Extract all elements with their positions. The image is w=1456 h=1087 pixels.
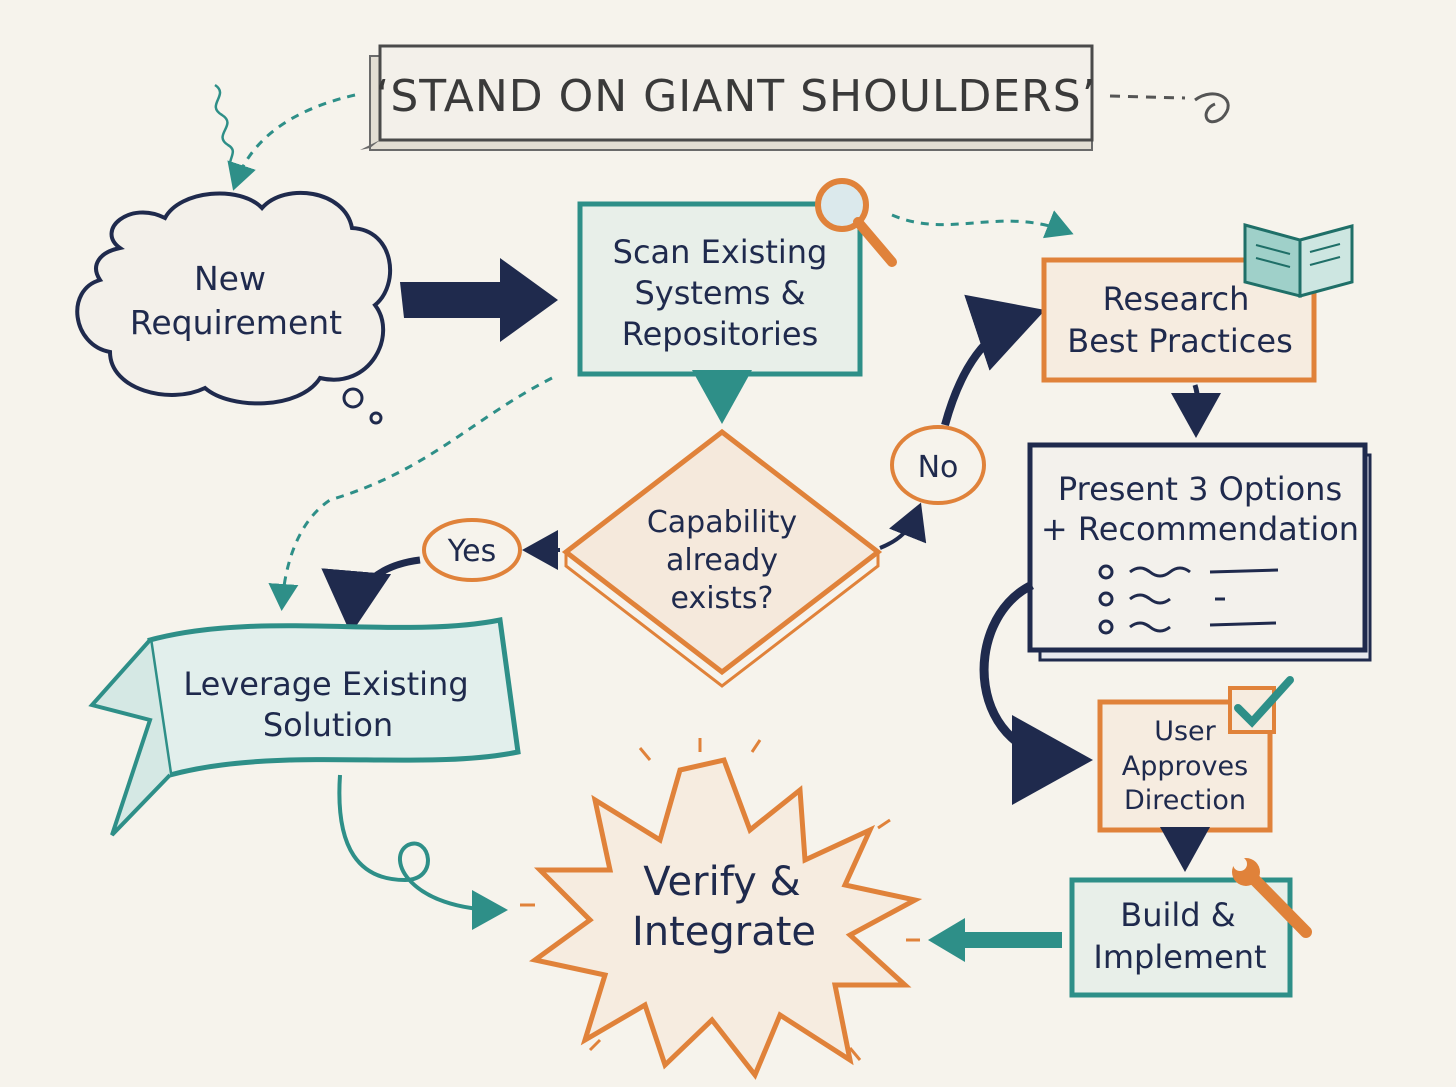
scan-label-1: Scan Existing — [613, 233, 828, 271]
node-present: Present 3 Options + Recommendation — [1027, 442, 1372, 662]
decision-label-3: exists? — [671, 581, 774, 616]
magnifier-icon — [815, 178, 897, 267]
dashed-arrow-title-left — [227, 93, 356, 191]
no-badge: No — [879, 425, 986, 550]
leverage-label-2: Solution — [263, 706, 393, 744]
node-decision: Capability already exists? — [561, 428, 883, 688]
arrow-research-to-present — [1171, 384, 1222, 438]
arrow-yes-to-leverage — [321, 556, 421, 634]
node-new-requirement: New Requirement — [75, 190, 393, 425]
squiggle-decoration — [214, 83, 234, 171]
research-label-1: Research — [1103, 280, 1250, 318]
approve-label-2: Approves — [1122, 751, 1248, 782]
checkbox-check-icon — [1228, 676, 1294, 734]
arrow-to-scan — [400, 258, 558, 342]
book-icon — [1243, 223, 1354, 298]
approve-label-3: Direction — [1124, 785, 1246, 816]
dashed-arrow-to-research — [891, 210, 1074, 239]
build-label-1: Build & — [1120, 896, 1235, 934]
node-leverage: Leverage Existing Solution — [88, 617, 521, 837]
arrow-present-to-approve — [979, 580, 1093, 805]
page-title: ‘STAND ON GIANT SHOULDERS’ — [375, 71, 1096, 122]
node-scan: Scan Existing Systems & Repositories — [577, 201, 863, 377]
title-banner: ‘STAND ON GIANT SHOULDERS’ — [360, 44, 1096, 151]
scan-label-3: Repositories — [622, 315, 818, 353]
sparkle-decorations — [520, 738, 920, 1061]
decision-label-1: Capability — [647, 505, 797, 540]
decision-label-2: already — [666, 543, 778, 578]
scan-label-2: Systems & — [634, 274, 805, 312]
arrow-build-to-verify — [928, 918, 1062, 962]
verify-label-1: Verify & — [643, 859, 800, 905]
option-list-placeholder — [1098, 564, 1279, 635]
approve-label-1: User — [1154, 716, 1216, 747]
leverage-label-1: Leverage Existing — [183, 665, 468, 703]
build-label-2: Implement — [1093, 938, 1266, 976]
no-label: No — [918, 450, 959, 485]
dashed-line-title-right — [1109, 94, 1186, 100]
verify-label-2: Integrate — [632, 909, 816, 955]
squiggle-title-right — [1194, 92, 1230, 124]
node-verify: Verify & Integrate — [529, 757, 923, 1080]
arrow-no-to-research — [941, 294, 1046, 427]
new-requirement-label-2: Requirement — [130, 303, 342, 342]
present-label-2: + Recommendation — [1041, 510, 1359, 548]
research-label-2: Best Practices — [1067, 322, 1293, 360]
wrench-icon — [1232, 857, 1312, 938]
new-requirement-label-1: New — [194, 259, 266, 298]
node-build: Build & Implement — [1069, 877, 1293, 998]
arrow-leverage-to-verify — [337, 774, 508, 930]
yes-badge: Yes — [422, 518, 560, 582]
yes-label: Yes — [447, 534, 496, 569]
present-label-1: Present 3 Options — [1058, 470, 1342, 508]
dashed-arrow-to-leverage — [268, 376, 553, 611]
